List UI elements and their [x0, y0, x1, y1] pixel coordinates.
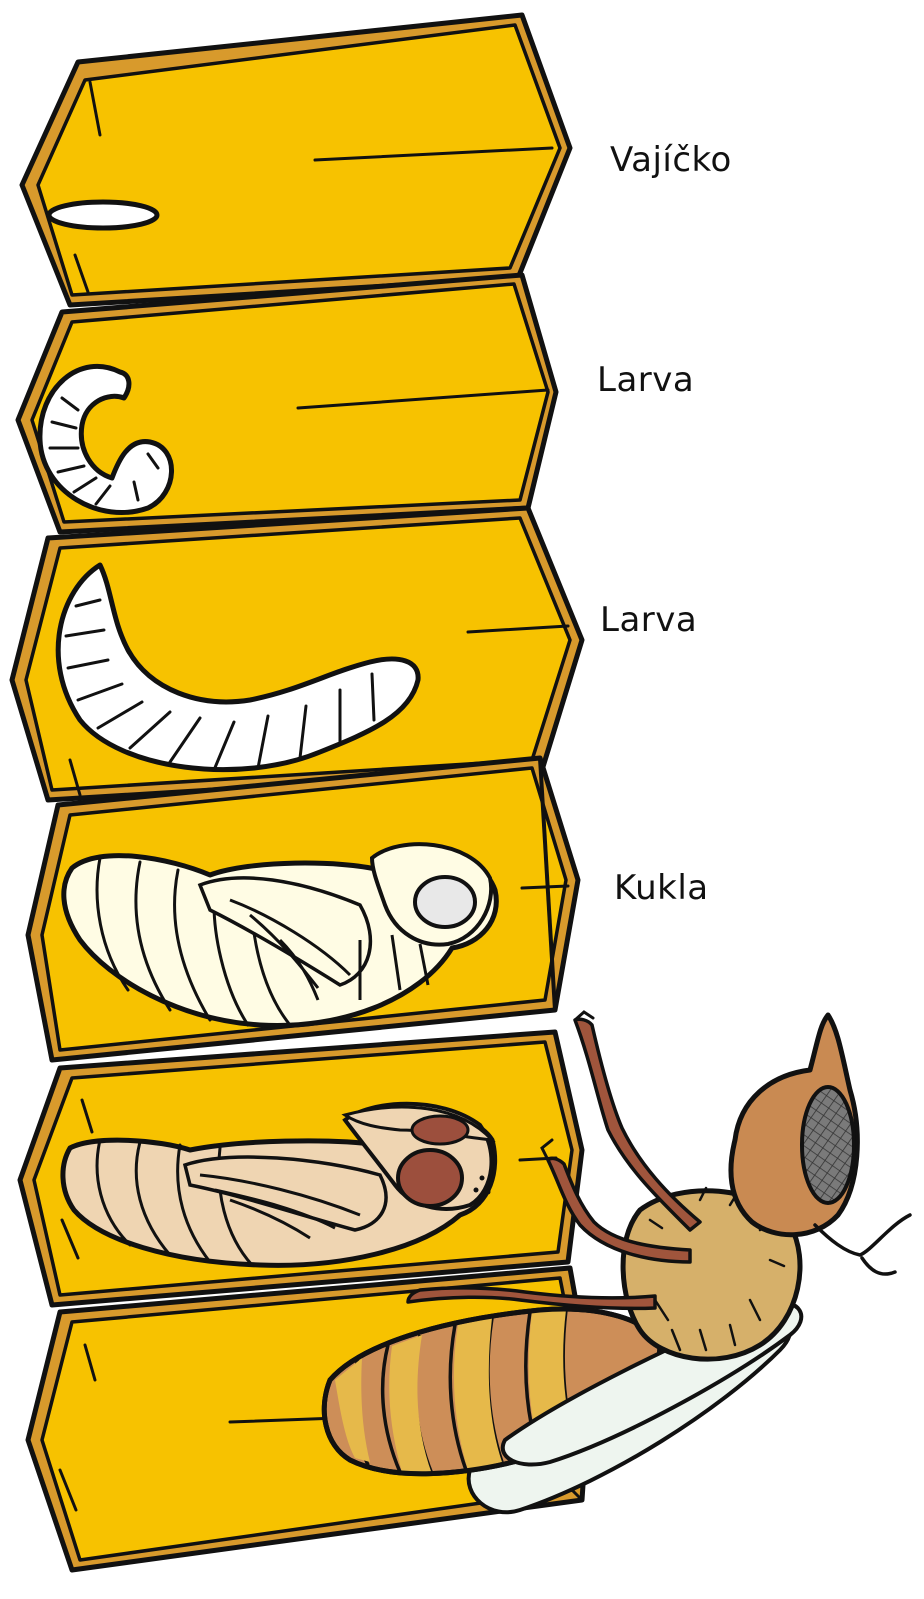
- comb-cell-larva-old: [12, 508, 582, 800]
- stage-label-egg: Vajíčko: [610, 140, 732, 180]
- compound-eye-icon: [802, 1087, 854, 1203]
- stage-label-pupa: Kukla: [614, 868, 709, 908]
- comb-cell-pupa-late: [20, 1032, 582, 1305]
- comb-cell-egg: [22, 15, 570, 305]
- stage-label-larva-old: Larva: [600, 600, 697, 640]
- stage-label-larva-young: Larva: [597, 360, 694, 400]
- comb-cell-larva-young: [18, 275, 556, 532]
- comb-cell-pupa: [28, 758, 578, 1060]
- egg-icon: [49, 202, 157, 228]
